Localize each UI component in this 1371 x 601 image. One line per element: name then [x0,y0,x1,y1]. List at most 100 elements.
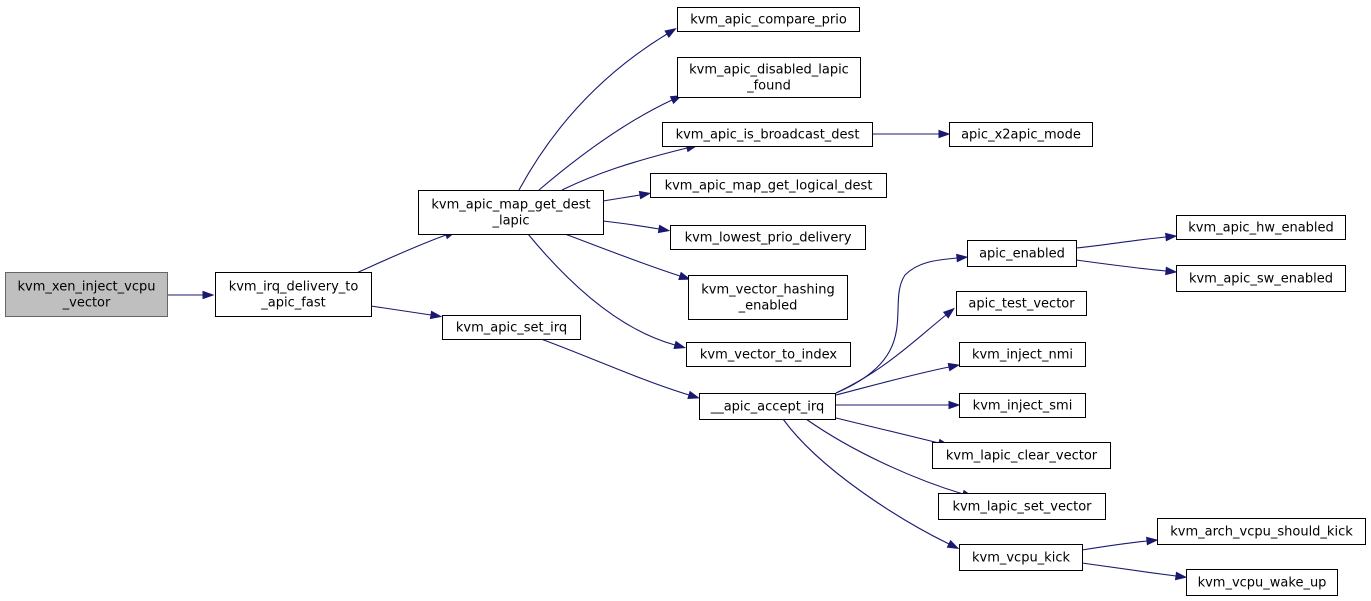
node-box[interactable] [686,342,851,367]
node-box[interactable] [1157,518,1366,545]
node-label: kvm_inject_nmi [972,348,1073,363]
edge-line [835,257,958,394]
edge-line [602,194,641,202]
edge-kvm-vcpu-kick-to-kvm-arch-vcpu-should-kick [1081,536,1159,551]
node-label: kvm_lowest_prio_delivery [685,231,852,246]
arrowhead-icon [938,129,951,139]
node-kvm-xen-inject-vcpu-vector[interactable]: kvm_xen_inject_vcpu_vector [5,272,168,317]
node-kvm-apic-sw-enabled[interactable]: kvm_apic_sw_enabled [1176,265,1346,292]
edge-line [370,305,432,316]
edge-line [782,418,950,545]
node-kvm-vector-to-index[interactable]: kvm_vector_to_index [686,342,851,367]
edge-line [540,338,690,396]
arrowhead-icon [1165,266,1178,276]
edge-kvm-apic-map-get-dest-lapic-to-kvm-lowest-prio-delivery [602,220,671,234]
node-label: kvm_lapic_set_vector [952,500,1092,515]
node-box[interactable] [932,442,1111,469]
node-box[interactable] [662,122,873,147]
node-kvm-apic-map-get-logical-dest[interactable]: kvm_apic_map_get_logical_dest [650,173,887,198]
node-label: apic_enabled [979,247,1065,262]
node-box[interactable] [442,315,581,340]
node-box[interactable] [670,225,866,250]
node-kvm-lapic-clear-vector[interactable]: kvm_lapic_clear_vector [932,442,1111,469]
node-box[interactable] [688,275,848,320]
arrowhead-icon [942,307,955,319]
arrowhead-icon [1146,536,1159,546]
node-box[interactable] [959,342,1086,367]
edge-line [1075,259,1167,272]
node-label: _lapic [491,214,529,229]
edge-kvm-xen-inject-vcpu-vector-to-kvm-irq-delivery-to-apic-fast [167,290,215,300]
edge-line [1075,236,1167,249]
root-node-box[interactable] [5,272,168,317]
node-box[interactable] [959,393,1086,418]
node-kvm-apic-disabled-lapic-found[interactable]: kvm_apic_disabled_lapic_found [677,57,861,98]
node-label: kvm_apic_is_broadcast_dest [676,128,860,143]
node-label: kvm_vcpu_kick [972,551,1071,566]
edge-kvm-apic-map-get-dest-lapic-to-kvm-apic-compare-prio [518,28,677,191]
arrowhead-icon [687,390,700,399]
edge-line [527,233,676,346]
node-kvm-lowest-prio-delivery[interactable]: kvm_lowest_prio_delivery [670,225,866,250]
node-apic-test-vector[interactable]: apic_test_vector [956,291,1087,316]
node-kvm-inject-smi[interactable]: kvm_inject_smi [959,393,1086,418]
node-apic-accept-irq[interactable]: __apic_accept_irq [699,393,836,420]
node-box[interactable] [699,393,836,420]
node-kvm-vcpu-kick[interactable]: kvm_vcpu_kick [959,544,1083,571]
arrowhead-icon [956,253,969,263]
node-kvm-vector-hashing-enabled[interactable]: kvm_vector_hashing_enabled [688,275,848,320]
arrowhead-icon [1174,571,1188,581]
node-box[interactable] [1176,265,1346,292]
edge-kvm-apic-map-get-dest-lapic-to-kvm-vector-hashing-enabled [564,233,691,280]
arrowhead-icon [678,271,691,280]
edge-kvm-apic-is-broadcast-dest-to-apic-x2apic-mode [872,129,951,139]
edge-line [518,33,668,191]
node-box[interactable] [650,173,887,198]
edge-kvm-apic-set-irq-to-apic-accept-irq [540,338,700,399]
node-box[interactable] [215,272,372,317]
edge-kvm-vcpu-kick-to-kvm-vcpu-wake-up [1081,562,1188,581]
edge-apic-accept-irq-to-apic-test-vector [835,307,955,394]
node-kvm-vcpu-wake-up[interactable]: kvm_vcpu_wake_up [1186,569,1338,596]
arrowhead-icon [948,400,961,410]
edge-kvm-irq-delivery-to-apic-fast-to-kvm-apic-set-irq [370,305,443,320]
arrowhead-icon [664,28,677,38]
node-kvm-apic-hw-enabled[interactable]: kvm_apic_hw_enabled [1176,215,1346,240]
node-label: __apic_accept_irq [710,400,825,415]
node-box[interactable] [418,190,604,235]
node-label: kvm_apic_map_get_dest [431,198,590,213]
node-kvm-lapic-set-vector[interactable]: kvm_lapic_set_vector [938,493,1106,520]
node-label: kvm_xen_inject_vcpu [18,280,156,295]
node-label: kvm_apic_compare_prio [690,13,847,28]
node-box[interactable] [949,122,1093,147]
node-kvm-apic-compare-prio[interactable]: kvm_apic_compare_prio [677,7,860,32]
node-box[interactable] [677,7,860,32]
node-box[interactable] [956,291,1087,316]
edge-line [602,220,660,230]
node-apic-enabled[interactable]: apic_enabled [967,240,1077,267]
node-label: apic_x2apic_mode [961,128,1081,143]
node-box[interactable] [959,544,1083,571]
node-kvm-inject-nmi[interactable]: kvm_inject_nmi [959,342,1086,367]
node-label: kvm_irq_delivery_to [229,280,359,295]
node-box[interactable] [1186,569,1338,596]
node-box[interactable] [1176,215,1346,240]
node-label: kvm_apic_set_irq [456,321,567,336]
edge-line [1081,540,1148,551]
edge-apic-accept-irq-to-kvm-vcpu-kick [782,418,960,550]
node-kvm-apic-set-irq[interactable]: kvm_apic_set_irq [442,315,581,340]
edge-apic-enabled-to-kvm-apic-sw-enabled [1075,259,1178,276]
node-label: apic_test_vector [968,297,1075,312]
node-box[interactable] [938,493,1106,520]
node-label: kvm_apic_disabled_lapic [689,63,849,78]
node-box[interactable] [967,240,1077,267]
node-kvm-apic-is-broadcast-dest[interactable]: kvm_apic_is_broadcast_dest [662,122,873,147]
node-label: kvm_lapic_clear_vector [946,449,1098,464]
edge-apic-enabled-to-kvm-apic-hw-enabled [1075,232,1178,249]
node-kvm-apic-map-get-dest-lapic[interactable]: kvm_apic_map_get_dest_lapic [418,190,604,235]
node-kvm-arch-vcpu-should-kick[interactable]: kvm_arch_vcpu_should_kick [1157,518,1366,545]
node-apic-x2apic-mode[interactable]: apic_x2apic_mode [949,122,1093,147]
node-kvm-irq-delivery-to-apic-fast[interactable]: kvm_irq_delivery_to_apic_fast [215,272,372,317]
arrowhead-icon [429,310,443,320]
node-box[interactable] [677,57,861,98]
